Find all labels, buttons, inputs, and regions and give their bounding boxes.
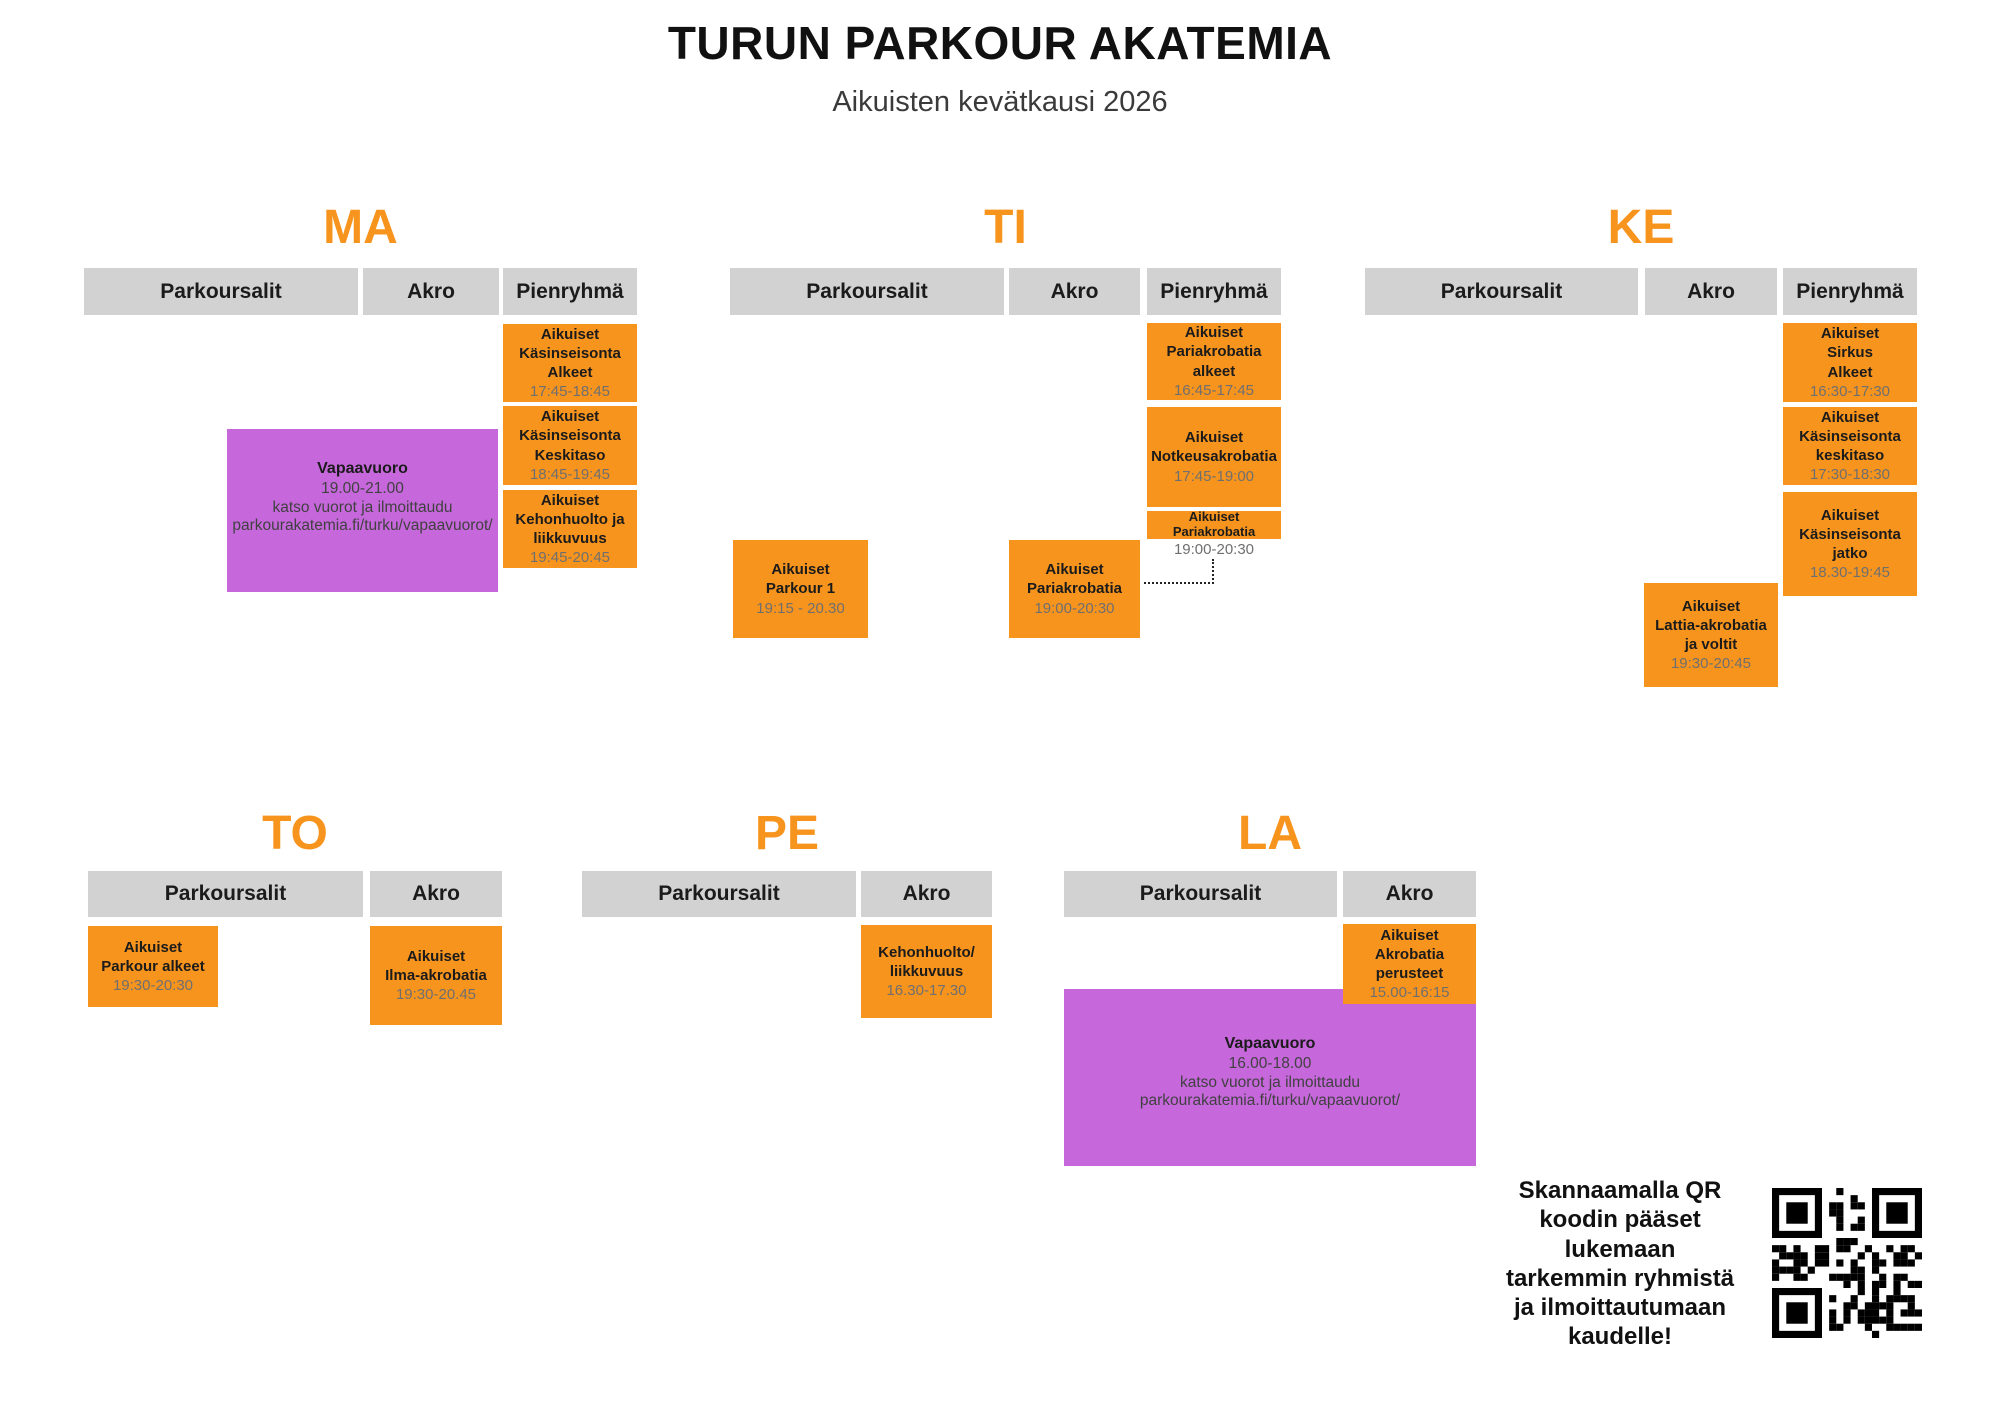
class-title: Aikuiset Pariakrobatia [1172, 509, 1256, 539]
column-header-parkoursalit: Parkoursalit [84, 268, 358, 315]
class-time: 17:45-19:00 [1173, 467, 1255, 485]
column-header-akro: Akro [370, 871, 502, 917]
class-time: 15.00-16:15 [1369, 984, 1450, 1002]
class-title: Kehonhuolto/ liikkuvuus [878, 943, 975, 980]
class-title: Aikuiset Parkour alkeet [101, 938, 205, 975]
column-header-pienryhma: Pienryhmä [503, 268, 637, 315]
class-title: Aikuiset Ilma-akrobatia [385, 947, 487, 984]
class-block-sirkus-alkeet: Aikuiset Sirkus Alkeet 16:30-17:30 [1783, 323, 1917, 402]
column-header-parkoursalit: Parkoursalit [1365, 268, 1638, 315]
class-title: Aikuiset Käsinseisonta keskitaso [1799, 408, 1901, 464]
page-subtitle: Aikuisten kevätkausi 2026 [832, 86, 1168, 118]
column-header-pienryhma: Pienryhmä [1783, 268, 1917, 315]
class-title: Aikuiset Pariakrobatia alkeet [1166, 324, 1262, 380]
free-slot-title: Vapaavuoro [1224, 1035, 1316, 1053]
class-title: Aikuiset Kehonhuolto ja liikkuvuus [515, 491, 625, 547]
class-block-kehonhuolto-pe: Kehonhuolto/ liikkuvuus 16.30-17.30 [861, 925, 992, 1018]
class-block-parkour-1: Aikuiset Parkour 1 19:15 - 20.30 [733, 540, 868, 638]
day-label-ke: KE [1607, 201, 1675, 254]
class-time: 19:30-20:45 [1670, 655, 1752, 673]
class-block-kasinseisonta-jatko: Aikuiset Käsinseisonta jatko 18.30-19:45 [1783, 492, 1917, 596]
class-block-akrobatia-perusteet: Aikuiset Akrobatia perusteet 15.00-16:15 [1343, 924, 1476, 1004]
page-title: TURUN PARKOUR AKATEMIA [667, 17, 1333, 69]
free-slot-block-la: Vapaavuoro 16.00-18.00 katso vuorot ja i… [1064, 989, 1476, 1166]
free-slot-title: Vapaavuoro [317, 460, 408, 478]
class-title: Aikuiset Akrobatia perusteet [1374, 926, 1445, 982]
day-label-pe: PE [754, 807, 820, 860]
column-header-pienryhma: Pienryhmä [1147, 268, 1281, 315]
free-slot-url: parkourakatemia.fi/turku/vapaavuorot/ [1139, 1092, 1401, 1110]
class-time: 16.30-17.30 [886, 982, 967, 1000]
column-header-akro: Akro [1009, 268, 1140, 315]
class-time: 16:45-17:45 [1173, 381, 1255, 399]
class-block-lattia-akrobatia: Aikuiset Lattia-akrobatia ja voltit 19:3… [1644, 583, 1778, 687]
class-block-pariakrobatia-alkeet: Aikuiset Pariakrobatia alkeet 16:45-17:4… [1147, 323, 1281, 400]
day-label-ma: MA [323, 201, 398, 254]
qr-note: Skannaamalla QR koodin pääset lukemaan t… [1505, 1177, 1735, 1351]
class-block-pariakrobatia-akro: Aikuiset Pariakrobatia 19:00-20:30 [1009, 540, 1140, 638]
class-title: Aikuiset Notkeusakrobatia [1151, 429, 1277, 466]
class-block-parkour-alkeet: Aikuiset Parkour alkeet 19:30-20:30 [88, 926, 218, 1007]
day-label-to: TO [262, 807, 328, 860]
column-header-parkoursalit: Parkoursalit [730, 268, 1004, 315]
qr-code [1772, 1188, 1922, 1338]
class-block-pariakrobatia-pienryhma: Aikuiset Pariakrobatia [1147, 509, 1281, 539]
column-header-akro: Akro [363, 268, 499, 315]
class-time: 19:15 - 20.30 [756, 599, 845, 617]
class-time: 16:30-17:30 [1809, 382, 1891, 400]
day-label-ti: TI [984, 201, 1027, 254]
day-label-la: LA [1238, 807, 1302, 860]
dotted-connector-vertical [1212, 559, 1214, 584]
class-title: Aikuiset Sirkus Alkeet [1820, 325, 1880, 381]
class-title: Aikuiset Käsinseisonta Keskitaso [519, 408, 621, 464]
class-time: 19:30-20.45 [395, 986, 477, 1004]
free-slot-time: 19.00-21.00 [321, 480, 404, 498]
column-header-parkoursalit: Parkoursalit [88, 871, 363, 917]
class-time: 17:30-18:30 [1809, 466, 1891, 484]
column-header-parkoursalit: Parkoursalit [582, 871, 856, 917]
column-header-akro: Akro [1645, 268, 1777, 315]
column-header-akro: Akro [1343, 871, 1476, 917]
class-block-kasinseisonta-keskitaso: Aikuiset Käsinseisonta Keskitaso 18:45-1… [503, 406, 637, 485]
class-time: 19:30-20:30 [112, 977, 194, 995]
free-slot-note: katso vuorot ja ilmoittaudu [272, 498, 453, 516]
class-block-kehonhuolto: Aikuiset Kehonhuolto ja liikkuvuus 19:45… [503, 490, 637, 568]
class-title: Aikuiset Lattia-akrobatia ja voltit [1655, 597, 1767, 653]
class-time: 19:45-20:45 [529, 549, 611, 567]
free-slot-note: katso vuorot ja ilmoittaudu [1179, 1073, 1361, 1091]
class-title: Aikuiset Käsinseisonta Alkeet [519, 325, 621, 381]
dotted-connector-horizontal [1144, 582, 1214, 584]
class-block-kasinseisonta-alkeet: Aikuiset Käsinseisonta Alkeet 17:45-18:4… [503, 324, 637, 402]
class-block-notkeusakrobatia: Aikuiset Notkeusakrobatia 17:45-19:00 [1147, 407, 1281, 507]
class-time: 17:45-18:45 [529, 383, 611, 401]
column-header-akro: Akro [861, 871, 992, 917]
class-time: 19:00-20:30 [1034, 599, 1115, 617]
column-header-parkoursalit: Parkoursalit [1064, 871, 1337, 917]
free-slot-url: parkourakatemia.fi/turku/vapaavuorot/ [232, 517, 493, 535]
class-title: Aikuiset Pariakrobatia [1026, 561, 1123, 598]
class-time: 19:00-20:30 [1173, 541, 1255, 558]
class-block-ilma-akrobatia: Aikuiset Ilma-akrobatia 19:30-20.45 [370, 926, 502, 1025]
free-slot-time: 16.00-18.00 [1228, 1055, 1312, 1073]
class-title: Aikuiset Käsinseisonta jatko [1799, 506, 1901, 562]
class-block-kasinseisonta-keskitaso: Aikuiset Käsinseisonta keskitaso 17:30-1… [1783, 407, 1917, 485]
class-title: Aikuiset Parkour 1 [765, 561, 836, 598]
class-time: 18:45-19:45 [529, 465, 611, 483]
free-slot-block-ma: Vapaavuoro 19.00-21.00 katso vuorot ja i… [227, 429, 498, 592]
class-time: 18.30-19:45 [1809, 564, 1891, 582]
